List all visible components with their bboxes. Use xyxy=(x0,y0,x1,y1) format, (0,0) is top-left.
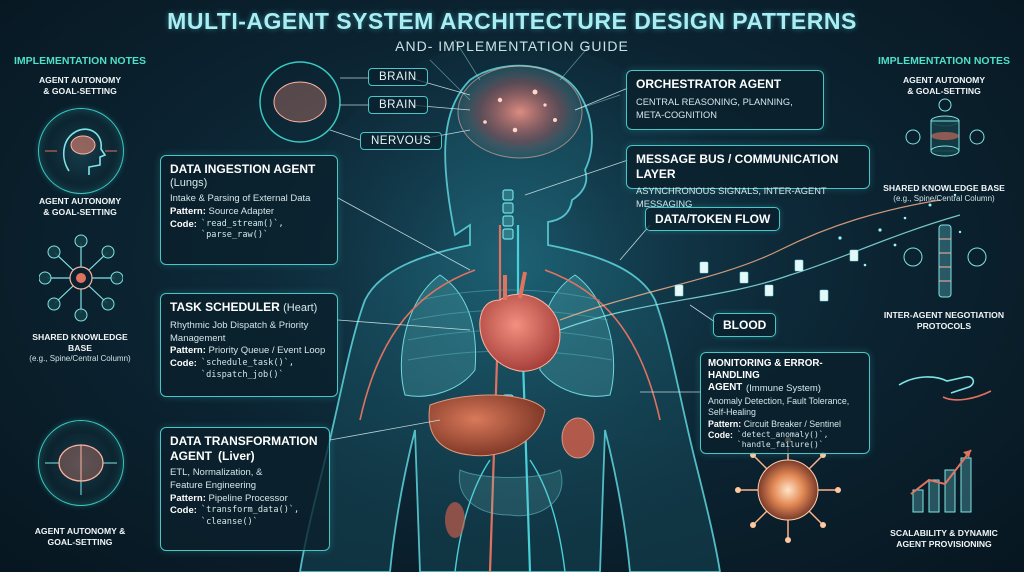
right-caption-1-sub: (e.g., Spine/Central Column) xyxy=(893,194,995,204)
brain-icon xyxy=(273,81,327,123)
liver-organ xyxy=(428,394,546,457)
data-transformation-desc: ETL, Normalization, & Feature Engineerin… xyxy=(170,467,263,491)
page-title: MULTI-AGENT SYSTEM ARCHITECTURE DESIGN P… xyxy=(167,8,857,34)
left-circle-3 xyxy=(38,420,124,506)
left-circle-1 xyxy=(38,108,124,194)
right-caption-2: INTER-AGENT NEGOTIATION PROTOCOLS xyxy=(883,310,1005,332)
page-subtitle: AND- IMPLEMENTATION GUIDE xyxy=(395,38,629,54)
data-transformation-title: DATA TRANSFORMATION AGENT xyxy=(170,434,318,463)
brain-label-3: NERVOUS xyxy=(360,132,443,150)
data-ingestion-pattern: Source Adapter xyxy=(208,205,275,217)
monitoring-code: `detect_anomaly()`, `handle_failure()` xyxy=(736,429,829,450)
right-caption-1: SHARED KNOWLEDGE BASE (e.g., Spine/Centr… xyxy=(869,183,1019,205)
blood-label: BLOOD xyxy=(713,313,777,337)
data-token-stream xyxy=(559,193,962,331)
right-top-caption: AGENT AUTONOMY & GOAL-SETTING xyxy=(902,75,986,97)
brain-organ xyxy=(457,65,583,159)
left-caption-2-sub: (e.g., Spine/Central Column) xyxy=(29,354,131,364)
task-scheduler-code: `schedule_task()`, `dispatch_job()` xyxy=(200,358,295,380)
brain-label-1: BRAIN xyxy=(368,68,428,86)
left-caption-1: AGENT AUTONOMY & GOAL-SETTING xyxy=(38,196,122,218)
database-icon xyxy=(905,98,985,157)
growth-chart-icon xyxy=(910,449,972,513)
message-bus-card: MESSAGE BUS / COMMUNICATION LAYER ASYNCH… xyxy=(626,145,870,209)
data-transformation-code: `transform_data()`, `cleanse()` xyxy=(200,505,300,528)
monitoring-organ: (Immune System) xyxy=(746,382,821,394)
data-token-flow-label: DATA/TOKEN FLOW xyxy=(645,207,781,231)
task-scheduler-card: TASK SCHEDULER (Heart) Rhythmic Job Disp… xyxy=(160,293,338,397)
data-transformation-card: DATA TRANSFORMATION AGENT (Liver) ETL, N… xyxy=(160,427,330,551)
data-ingestion-title: DATA INGESTION AGENT xyxy=(170,162,316,176)
left-circle-2 xyxy=(38,232,124,322)
left-caption-2: SHARED KNOWLEDGE BASE (e.g., Spine/Centr… xyxy=(5,332,155,365)
head-brain-icon xyxy=(45,128,117,175)
network-hub-icon xyxy=(38,234,124,322)
orchestrator-title: ORCHESTRATOR AGENT xyxy=(636,77,782,91)
monitoring-card: MONITORING & ERROR-HANDLING AGENT (Immun… xyxy=(700,352,870,454)
data-ingestion-card: DATA INGESTION AGENT (Lungs) Intake & Pa… xyxy=(160,155,338,265)
data-transformation-organ: (Liver) xyxy=(218,449,255,463)
left-heading: IMPLEMENTATION NOTES xyxy=(13,55,147,67)
task-scheduler-pattern: Priority Queue / Event Loop xyxy=(208,345,326,357)
orchestrator-desc: CENTRAL REASONING, PLANNING, META-COGNIT… xyxy=(636,97,793,120)
virus-icon xyxy=(735,437,841,543)
task-scheduler-desc: Rhythmic Job Dispatch & Priority Managem… xyxy=(170,319,309,344)
left-icon-circles xyxy=(259,61,341,143)
right-circle-2 xyxy=(902,218,988,304)
handshake-icon xyxy=(903,224,987,298)
brain-label-2: BRAIN xyxy=(368,96,428,114)
task-scheduler-title: TASK SCHEDULER xyxy=(170,300,280,314)
monitoring-desc: Anomaly Detection, Fault Tolerance, Self… xyxy=(708,395,850,418)
message-bus-title: MESSAGE BUS / COMMUNICATION LAYER xyxy=(636,152,839,181)
data-ingestion-organ: (Lungs) xyxy=(170,177,208,189)
data-ingestion-code: `read_stream()`, `parse_raw()` xyxy=(200,218,284,241)
right-circle-1 xyxy=(902,96,988,182)
right-caption-3: SCALABILITY & DYNAMIC AGENT PROVISIONING xyxy=(890,528,998,550)
data-ingestion-desc: Intake & Parsing of External Data xyxy=(170,193,311,204)
data-transformation-pattern: Pipeline Processor xyxy=(208,492,288,504)
hands-icon xyxy=(898,375,992,401)
left-caption-3: AGENT AUTONOMY & GOAL-SETTING xyxy=(34,526,126,548)
task-scheduler-organ: (Heart) xyxy=(283,302,318,314)
left-top-caption: AGENT AUTONOMY & GOAL-SETTING xyxy=(38,75,122,97)
monitoring-pattern: Circuit Breaker / Sentinel xyxy=(743,418,841,429)
brain-circuit-icon xyxy=(45,444,117,495)
heart-organ xyxy=(479,293,561,372)
message-bus-desc: ASYNCHRONOUS SIGNALS, INTER-AGENT MESSAG… xyxy=(636,186,827,209)
monitoring-title: MONITORING & ERROR-HANDLING AGENT xyxy=(708,358,823,394)
orchestrator-card: ORCHESTRATOR AGENT CENTRAL REASONING, PL… xyxy=(626,70,824,130)
right-heading: IMPLEMENTATION NOTES xyxy=(877,55,1011,67)
